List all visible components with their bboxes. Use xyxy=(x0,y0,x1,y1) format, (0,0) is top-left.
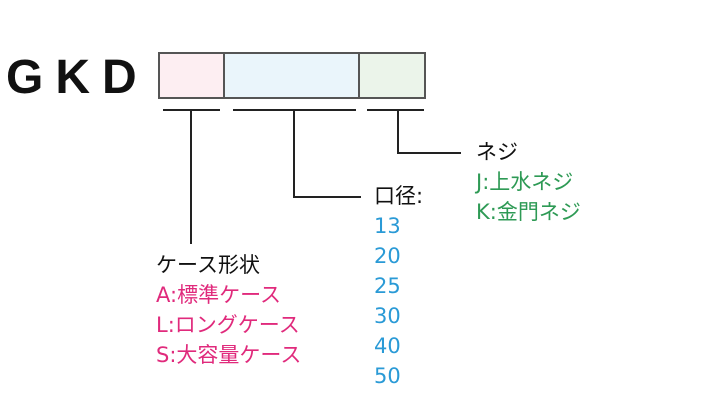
bore-option: 30 xyxy=(374,304,401,328)
thread-box xyxy=(358,52,426,99)
case-shape-option: S:大容量ケース xyxy=(156,343,302,367)
thread-option: K:金門ネジ xyxy=(476,200,581,224)
thread-option: J:上水ネジ xyxy=(476,170,574,194)
bore-option: 50 xyxy=(374,364,401,388)
case-shape-legend: ケース形状 A:標準ケース L:ロングケース S:大容量ケース xyxy=(156,250,301,370)
thread-connector xyxy=(397,109,399,154)
case-shape-title: ケース形状 xyxy=(156,253,260,277)
case-shape-option: A:標準ケース xyxy=(156,283,282,307)
thread-connector-h xyxy=(397,152,461,154)
thread-legend: ネジ J:上水ネジ K:金門ネジ xyxy=(476,137,581,227)
bore-option: 40 xyxy=(374,334,401,358)
case-shape-option: L:ロングケース xyxy=(156,313,300,337)
model-code: GKD xyxy=(6,51,149,104)
bore-title: 口径: xyxy=(374,184,424,208)
bore-option: 13 xyxy=(374,214,401,238)
thread-title: ネジ xyxy=(476,140,518,164)
case-connector xyxy=(190,109,192,244)
bore-legend: 口径: 13 20 25 30 40 50 xyxy=(374,181,423,391)
bore-option: 25 xyxy=(374,274,401,298)
bore-box xyxy=(223,52,360,99)
case-shape-box xyxy=(158,52,225,99)
bore-connector-h xyxy=(293,196,361,198)
thread-underline xyxy=(367,109,424,111)
bore-connector xyxy=(293,109,295,198)
bore-option: 20 xyxy=(374,244,401,268)
